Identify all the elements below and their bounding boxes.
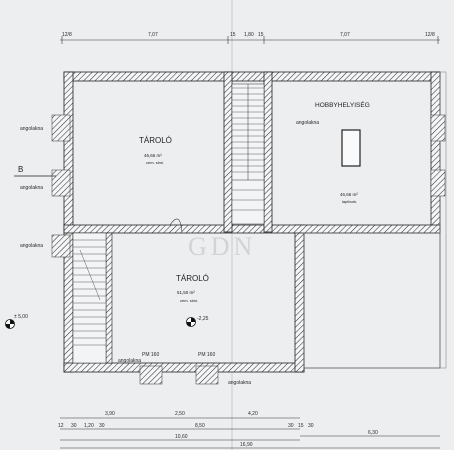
dim-b1-0: 3,90	[105, 411, 115, 417]
room-storage-bottom-name: TÁROLÓ	[176, 274, 209, 283]
skylight	[341, 129, 361, 167]
section-marker: B	[18, 165, 23, 174]
dim-b2-6: 15	[298, 423, 304, 429]
dim-b2-3: 30	[99, 423, 105, 429]
window-label-4: angolakna	[118, 358, 141, 364]
room-storage-top-area: 46,66 m²	[144, 153, 162, 158]
dim-b2-2: 1,20	[84, 423, 94, 429]
room-hobby-area: 46,66 m²	[340, 192, 358, 197]
dim-top-1: 7,07	[148, 32, 158, 38]
dim-b1-2: 4,20	[248, 411, 258, 417]
door-swing	[169, 218, 183, 233]
dim-top-4: 15	[258, 32, 264, 38]
wall-stair-right	[263, 71, 273, 233]
dim-b3-0: 10,60	[175, 434, 188, 440]
room-hobby-floor: laptburk.	[342, 199, 357, 204]
room-hobby-name: HOBBYHELYISÉG	[315, 100, 370, 109]
watermark: GDN	[188, 232, 256, 261]
walls	[63, 71, 441, 373]
dim-b4-0: 16,90	[240, 442, 253, 448]
level-left-text: ± 5,00	[14, 314, 28, 320]
dim-b2-0: 12	[58, 423, 64, 429]
dim-top-0: 12/8	[62, 32, 72, 38]
wall-lower-right	[294, 224, 305, 373]
door-label-left: PM 160	[142, 352, 159, 358]
door-label-right: PM 160	[198, 352, 215, 358]
dim-b1-1: 2,50	[175, 411, 185, 417]
level-marker-left: ± 5,00	[5, 314, 28, 329]
room-storage-top-floor: cem. simí.	[146, 160, 164, 165]
window-wells-bottom	[139, 365, 219, 385]
window-label-5: angolakna	[228, 380, 251, 386]
central-stair	[231, 83, 265, 225]
window-wells-right	[430, 114, 446, 197]
window-label-2: angolakna	[20, 185, 43, 191]
lower-stair	[72, 232, 107, 364]
level-marker-center: -2,25	[186, 316, 209, 327]
dim-b2-4: 8,50	[195, 423, 205, 429]
dim-top-2: 15	[230, 32, 236, 38]
dim-b2-1: 30	[71, 423, 77, 429]
level-center-text: -2,25	[197, 316, 209, 322]
wall-stair-left	[223, 71, 233, 233]
window-label-3: angolakna	[20, 243, 43, 249]
bottom-dimension-chains: 3,90 2,50 4,20 12 30 1,20 30 8,50 30 15 …	[58, 411, 440, 449]
window-wells-left	[51, 114, 71, 258]
dim-b2-7: 30	[308, 423, 314, 429]
dim-b2-5: 30	[288, 423, 294, 429]
window-label-1: angolakna	[20, 126, 43, 132]
room-storage-top-name: TÁROLÓ	[139, 136, 172, 145]
window-label-6: angolakna	[296, 120, 319, 126]
dim-top-6: 12/8	[425, 32, 435, 38]
wall-bottom	[63, 362, 305, 373]
wall-lower-stair	[105, 232, 113, 364]
wall-top	[63, 71, 441, 82]
dim-top-5: 7,07	[340, 32, 350, 38]
unexcavated-area	[303, 71, 447, 369]
wall-right	[430, 71, 441, 233]
dim-b4-1: 6,30	[368, 430, 378, 436]
dim-top-3: 1,80	[244, 32, 254, 38]
room-storage-bottom-area: 51,50 m²	[177, 290, 195, 295]
top-dimension-chain: 12/8 7,07 15 1,80 15 7,07 12/8	[60, 32, 440, 44]
room-storage-bottom-floor: cem. simí.	[180, 298, 198, 303]
